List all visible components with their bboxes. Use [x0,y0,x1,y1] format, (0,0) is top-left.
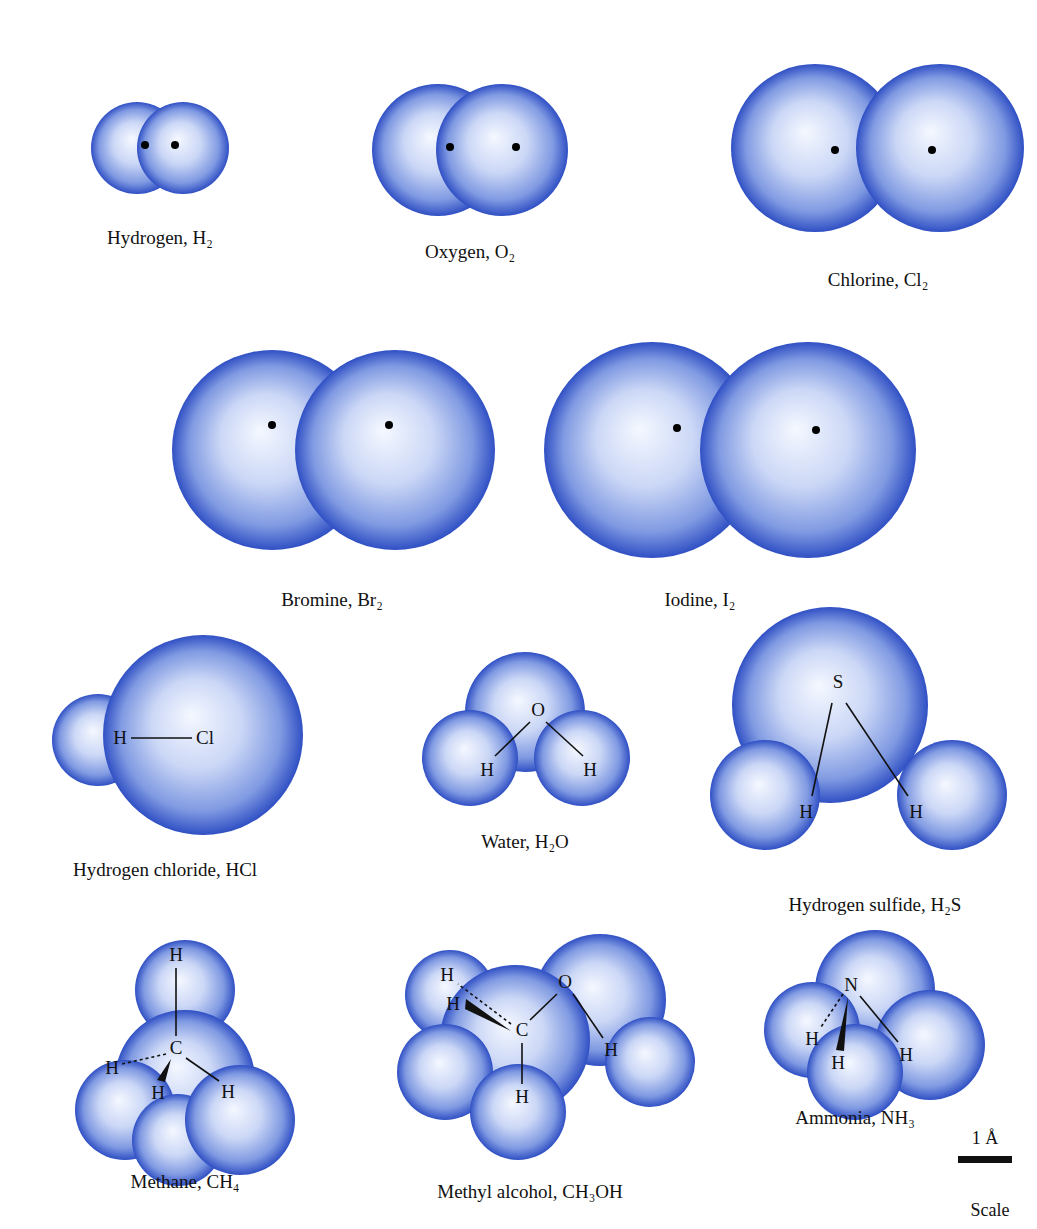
molecule-model: Oxygen, O₂ [365,80,580,270]
molecule-model: Hydrogen, H₂ [85,95,235,260]
atom-symbol: H [169,944,183,966]
molecule-caption: Water, H₂O [481,831,569,853]
atom-symbol: O [531,699,545,721]
atom-symbol: H [805,1028,819,1050]
molecule-caption: Methyl alcohol, CH₃OH [437,1181,623,1203]
atom-symbol: Cl [196,727,214,749]
molecule-caption: Methane, CH₄ [131,1171,240,1193]
atom-symbol: H [604,1039,618,1061]
molecule-model: Methyl alcohol, CH₃OHHHCOHH [390,948,700,1210]
atom-symbol: H [799,801,813,823]
atom-symbol: C [170,1037,183,1059]
molecule-caption: Chlorine, Cl₂ [828,269,929,291]
atom-symbol: H [151,1082,165,1104]
atom-symbol: H [221,1081,235,1103]
atom-symbol: H [440,964,454,986]
molecule-caption: Hydrogen chloride, HCl [73,859,257,881]
atom-symbol: N [844,974,858,996]
atom-symbol: H [446,993,460,1015]
atom-symbol: H [105,1057,119,1079]
atom-symbol: S [833,671,844,693]
atom-symbol: H [899,1044,913,1066]
atom-symbol: H [515,1086,529,1108]
molecule-model: Ammonia, NH₃NHHH [755,925,945,1140]
molecule-model: Bromine, Br₂ [165,345,505,620]
molecule-model: Hydrogen sulfide, H₂S S H H [700,600,1020,925]
bond-wedges [157,997,848,1082]
molecule-caption: Hydrogen sulfide, H₂S [789,894,962,916]
molecule-model: Chlorine, Cl₂ [725,60,1030,300]
atom-symbol: O [558,971,572,993]
atom-symbol: C [516,1019,529,1041]
atom-symbol: H [583,759,597,781]
molecule-model: Hydrogen chloride, HCl H Cl [45,630,310,890]
atom-spheres [52,64,1024,1186]
atom-symbol: H [480,759,494,781]
molecule-model: Iodine, I₂ [535,338,925,620]
atom-symbol: H [113,727,127,749]
molecule-caption: Oxygen, O₂ [425,241,515,263]
molecule-caption: Hydrogen, H₂ [107,227,213,249]
molecule-caption: Bromine, Br₂ [281,589,383,611]
bond-lines [122,703,908,1084]
scale-value: 1 Å [972,1128,999,1149]
molecule-caption: Iodine, I₂ [665,589,736,611]
molecule-model: Water, H₂O O H H [415,645,635,860]
scale-label: Scale [971,1200,1010,1221]
molecule-caption: Ammonia, NH₃ [795,1107,915,1129]
atom-symbol: H [909,801,923,823]
molecule-model: Methane, CH₄ H C H H H [70,935,300,1200]
scale-bar [958,1156,1012,1163]
nucleus-dots [141,141,936,434]
atom-symbol: H [831,1052,845,1074]
